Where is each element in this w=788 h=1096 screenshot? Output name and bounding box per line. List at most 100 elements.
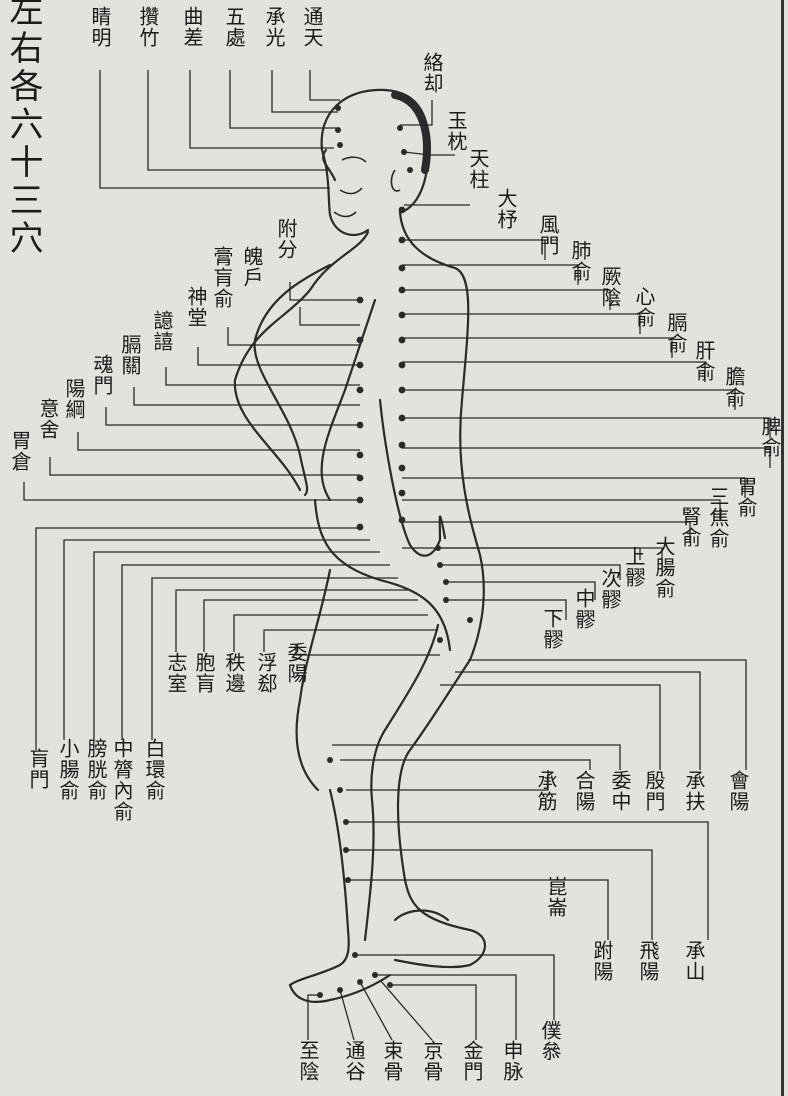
label-jingming: 睛明 — [88, 6, 110, 48]
leader-line — [360, 982, 392, 1040]
label-chengjin: 承筋 — [534, 770, 556, 812]
label-huiyang: 會陽 — [726, 770, 748, 812]
label-shenmai: 申脉 — [500, 1040, 522, 1082]
label-zhongliao: 中髎 — [572, 588, 594, 630]
inner-meridian-dot — [399, 312, 406, 319]
inner-meridian-dot — [399, 465, 406, 472]
label-pishu: 脾俞 — [758, 416, 780, 458]
label-baohuang: 胞肓 — [192, 652, 214, 694]
leader-line — [24, 482, 360, 500]
leader-line — [355, 955, 554, 1020]
label-weishu: 胃俞 — [734, 476, 756, 518]
leader-line — [402, 448, 770, 468]
label-tonggu: 通谷 — [342, 1040, 364, 1082]
label-yixi: 譩譆 — [150, 310, 172, 352]
label-weicang: 胃倉 — [8, 430, 30, 472]
leader-line — [310, 70, 340, 100]
inner-meridian-dot — [399, 207, 406, 214]
leader-line — [36, 528, 360, 750]
label-fuyang: 跗陽 — [590, 940, 612, 982]
leader-line — [402, 338, 672, 358]
outer-meridian-dot — [357, 337, 364, 344]
label-feishu: 肺俞 — [568, 240, 590, 282]
label-shangliao: 上髎 — [622, 546, 644, 588]
label-zhiyin: 至陰 — [296, 1040, 318, 1082]
leader-line — [198, 347, 360, 365]
leader-line — [440, 548, 640, 560]
label-cuanzhu: 攢竹 — [136, 6, 158, 48]
label-dazhu: 大杼 — [494, 188, 516, 230]
label-tongtian: 通天 — [300, 6, 322, 48]
leader-line — [402, 240, 545, 260]
label-huangmen: 肓門 — [26, 748, 48, 790]
leader-line — [106, 407, 360, 425]
label-ganshu: 肝俞 — [692, 340, 714, 382]
label-gaohuang: 膏肓俞 — [210, 246, 232, 309]
leader-line — [290, 282, 360, 300]
leader-line — [234, 615, 428, 652]
label-shugu: 束骨 — [380, 1040, 402, 1082]
leader-line — [78, 432, 360, 450]
leader-line — [402, 390, 735, 410]
label-zhishi: 志室 — [164, 652, 186, 694]
label-chengshan: 承山 — [682, 940, 704, 982]
outer-meridian-dot — [357, 452, 364, 459]
leader-line — [440, 685, 660, 770]
label-fuxi: 浮郄 — [254, 652, 276, 694]
leader-line — [348, 850, 652, 940]
label-weizhong: 委中 — [608, 770, 630, 812]
label-yanggang: 陽綱 — [62, 378, 84, 420]
leader-line — [455, 672, 700, 770]
label-geguan: 膈關 — [118, 334, 140, 376]
leader-line — [442, 565, 620, 580]
face-details — [334, 157, 400, 216]
leader-line — [340, 990, 354, 1040]
leader-line — [134, 387, 360, 405]
label-wuchu: 五處 — [222, 6, 244, 48]
head-dot — [407, 167, 413, 173]
outer-meridian-dot — [357, 524, 364, 531]
leg-dot — [437, 637, 443, 643]
leader-line — [50, 457, 360, 475]
leader-line — [350, 880, 608, 940]
inner-meridian-dot — [399, 490, 406, 497]
label-baihuanshu: 白環俞 — [142, 738, 164, 801]
label-chengfu: 承扶 — [682, 770, 704, 812]
label-tianzhu: 天柱 — [466, 148, 488, 190]
label-xinshu: 心俞 — [632, 286, 654, 328]
label-kunlun: 崑崙 — [544, 876, 566, 918]
label-pangguangshu: 膀胱俞 — [84, 738, 106, 801]
leader-line — [272, 70, 338, 112]
leader-line — [402, 290, 610, 310]
leader-line — [340, 760, 590, 770]
label-jinmen: 金門 — [460, 1040, 482, 1082]
label-sanjiaoshu: 三焦俞 — [706, 486, 728, 549]
label-xialiao: 下髎 — [540, 608, 562, 650]
label-chengguang: 承光 — [262, 6, 284, 48]
leg-dot — [467, 617, 473, 623]
label-yishe: 意舍 — [36, 398, 58, 440]
leader-line — [402, 314, 640, 334]
label-feiyang: 飛陽 — [636, 940, 658, 982]
label-weiyang: 委陽 — [284, 642, 306, 684]
label-pohu: 魄戶 — [240, 246, 262, 288]
label-xiaochangshu: 小腸俞 — [56, 738, 78, 801]
leader-line — [402, 265, 578, 285]
leader-line — [402, 362, 705, 382]
leader-line — [64, 540, 370, 740]
leader-line — [468, 660, 746, 770]
leader-line — [300, 307, 360, 325]
label-qucha: 曲差 — [180, 6, 202, 48]
label-luoque: 絡却 — [420, 52, 442, 94]
label-yinmen: 殷門 — [642, 770, 664, 812]
leader-line — [380, 980, 432, 1040]
leader-line — [190, 70, 334, 148]
leader-line — [402, 478, 745, 498]
leg-dot — [327, 757, 333, 763]
leader-line — [402, 500, 720, 520]
body-outline — [235, 90, 485, 1002]
label-jueyinshu: 厥陰 — [598, 266, 620, 308]
leader-line — [390, 985, 476, 1040]
label-hunmen: 魂門 — [90, 354, 112, 396]
